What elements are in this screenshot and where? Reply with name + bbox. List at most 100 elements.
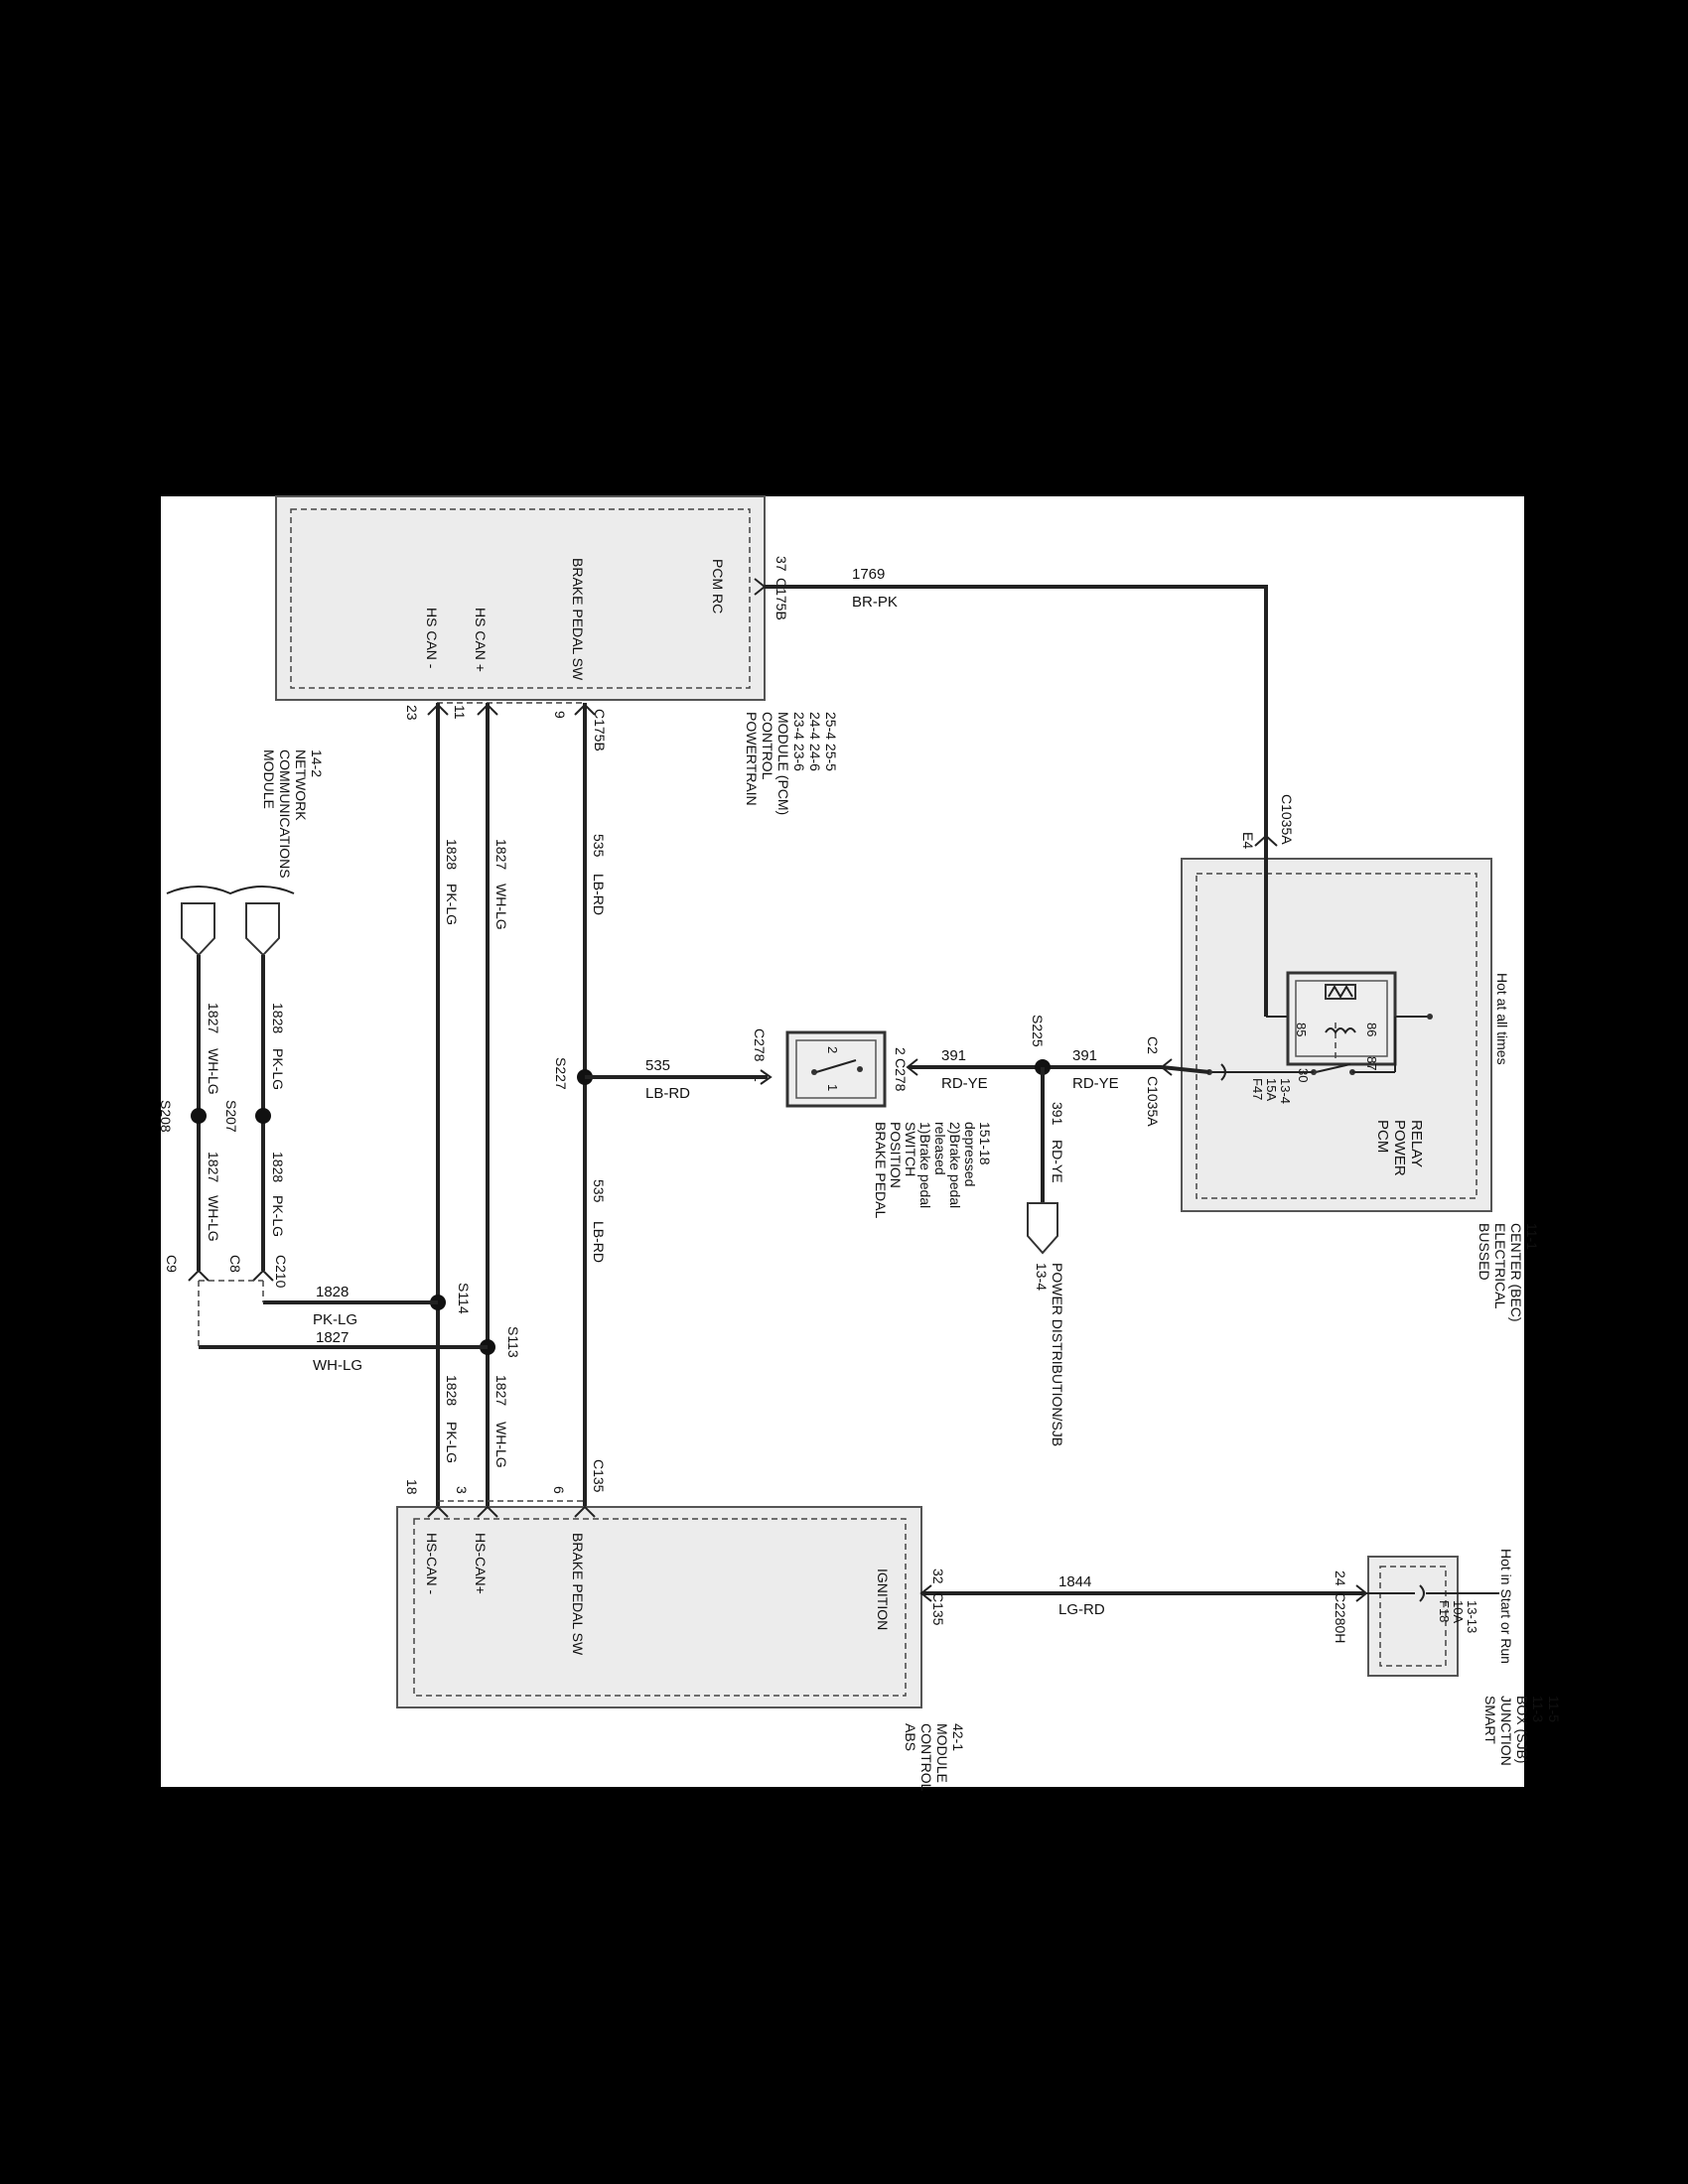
splice-s114-label: S114 — [456, 1283, 472, 1314]
switch-pin-2-inner: 2 — [825, 1046, 840, 1053]
network-1827-upper-color: WH-LG — [206, 1048, 221, 1095]
wire-1844-color: LG-RD — [1058, 1601, 1105, 1618]
bec-connector-left: C1035A — [1145, 1076, 1161, 1127]
switch-connector-right: C278 — [893, 1058, 909, 1092]
pcm-pin-label-pcm-rc: PCM RC — [710, 559, 726, 614]
switch-pin-1-inner: 1 — [825, 1084, 840, 1091]
wire-391-down-color: RD-YE — [1050, 1140, 1065, 1183]
abs-pin-32: 32 — [930, 1569, 946, 1584]
pcm-pin-label-brake: BRAKE PEDAL SW — [570, 558, 586, 681]
module-communications-network: MODULE COMMUNICATIONS NETWORK 14-2 — [166, 750, 325, 957]
wire-1828-top-color: PK-LG — [444, 884, 460, 925]
sjb-name: SMART JUNCTION BOX (SJB) 11-3 11-5 — [1482, 1696, 1562, 1770]
relay-name: PCM POWER RELAY — [1374, 1120, 1425, 1180]
wire-391-right-number: 391 — [1072, 1047, 1097, 1064]
pcm-power-relay: 85 86 30 87 — [1286, 971, 1397, 1082]
sjb-pin-24: 24 — [1333, 1570, 1348, 1586]
splice-s227-label: S227 — [553, 1057, 569, 1090]
network-1827-upper-number: 1827 — [206, 1003, 221, 1033]
wire-1828-top-number: 1828 — [444, 839, 460, 870]
pcm-pin-label-hscan-minus: HS CAN - — [424, 608, 440, 669]
bec-pin-e4: E4 — [1240, 832, 1256, 849]
wire-1828-bottom-number: 1828 — [444, 1375, 460, 1406]
wire-535-bottom-number: 535 — [591, 1179, 607, 1203]
wire-391-down-number: 391 — [1050, 1102, 1065, 1126]
abs-module: IGNITION BRAKE PEDAL SW HS-CAN+ HS-CAN -… — [396, 1500, 966, 1795]
relay-pin-87: 87 — [1364, 1056, 1379, 1070]
fuse-f18: F18 10A 13-13 — [1437, 1600, 1479, 1633]
switch-pin-2: 2 — [893, 1047, 909, 1055]
connector-c210: C210 — [273, 1255, 289, 1289]
wire-1828-h-color: PK-LG — [313, 1311, 357, 1328]
network-1828-upper-number: 1828 — [270, 1003, 286, 1033]
wire-391-left-number: 391 — [941, 1047, 966, 1064]
splice-s208 — [191, 1108, 207, 1124]
abs-pin-3: 3 — [454, 1486, 470, 1494]
brake-pedal-position-switch: 2 1 — [785, 1030, 887, 1108]
network-1828-upper-color: PK-LG — [270, 1048, 286, 1090]
abs-connector-c135-top: C135 — [591, 1459, 607, 1493]
pcm-pin-23: 23 — [404, 705, 420, 721]
wire-1828-bottom-color: PK-LG — [444, 1422, 460, 1463]
wire-1827-h-number: 1827 — [316, 1329, 349, 1346]
pcm-module: PCM RC BRAKE PEDAL SW HS CAN + HS CAN - … — [275, 495, 839, 819]
splice-s113-label: S113 — [505, 1326, 521, 1358]
abs-pin-label-hscan-plus: HS-CAN+ — [473, 1533, 489, 1594]
pcm-name: POWERTRAIN CONTROL MODULE (PCM) 23-4 23-… — [744, 712, 839, 819]
network-name: MODULE COMMUNICATIONS NETWORK 14-2 — [261, 750, 325, 883]
fuse-f47: F47 15A 13-4 — [1250, 1078, 1293, 1104]
splice-s208-label: S208 — [158, 1100, 174, 1133]
relay-pin-30: 30 — [1296, 1068, 1311, 1082]
wire-1827-bottom-color: WH-LG — [493, 1422, 509, 1468]
bec-hot-text: Hot at all times — [1494, 973, 1510, 1065]
abs-pin-label-brake: BRAKE PEDAL SW — [570, 1533, 586, 1656]
wire-1769-number: 1769 — [852, 566, 885, 583]
abs-pin-label-hscan-minus: HS-CAN - — [424, 1533, 440, 1595]
abs-name: ABS CONTROL MODULE 42-1 — [903, 1723, 966, 1795]
network-1827-lower-color: WH-LG — [206, 1195, 221, 1242]
wire-535-h-color: LB-RD — [645, 1085, 690, 1102]
wire-535-top-number: 535 — [591, 834, 607, 858]
wire-391-right-color: RD-YE — [1072, 1075, 1119, 1092]
wire-1827-top-color: WH-LG — [493, 884, 509, 930]
wire-535-bottom-color: LB-RD — [591, 1221, 607, 1263]
switch-connector-left: C278 — [752, 1028, 768, 1062]
pcm-pin-11: 11 — [452, 705, 468, 720]
pcm-pin-37: 37 — [774, 556, 789, 572]
abs-pin-18: 18 — [404, 1479, 420, 1495]
wire-535-h-number: 535 — [645, 1057, 670, 1074]
sjb-connector: C2280H — [1333, 1592, 1348, 1643]
splice-s207-label: S207 — [223, 1100, 239, 1133]
wire-1827-h-color: WH-LG — [313, 1357, 362, 1374]
bec-connector-top: C1035A — [1279, 794, 1295, 845]
pcm-pin-9: 9 — [552, 711, 568, 719]
wire-1827-bottom-number: 1827 — [493, 1375, 509, 1406]
abs-connector-c135-right: C135 — [930, 1592, 946, 1626]
bec-module: E4 C1035A Hot at all times 85 86 30 87 P… — [1181, 794, 1540, 1325]
relay-pin-85: 85 — [1294, 1023, 1309, 1036]
splice-s225-label: S225 — [1030, 1015, 1046, 1047]
bec-name: BUSSED ELECTRICAL CENTER (BEC) 11-1 — [1477, 1223, 1540, 1325]
pcm-connector-c175b-top: C175B — [774, 578, 789, 620]
abs-pin-6: 6 — [551, 1486, 567, 1494]
power-distribution-arrow — [1027, 1202, 1058, 1255]
smart-junction-box: F18 10A 13-13 Hot in Start or Run SMART … — [1366, 1549, 1562, 1770]
wire-535-top-color: LB-RD — [591, 874, 607, 915]
wire-1769-color: BR-PK — [852, 594, 898, 611]
network-1828-lower-number: 1828 — [270, 1152, 286, 1182]
wire-391-left-color: RD-YE — [941, 1075, 988, 1092]
network-connector-arrow-1 — [181, 902, 215, 957]
wire-1827-top-number: 1827 — [493, 839, 509, 870]
wire-1828-h-number: 1828 — [316, 1284, 349, 1300]
connector-c9: C9 — [164, 1255, 180, 1273]
wire-1844-number: 1844 — [1058, 1573, 1091, 1590]
abs-pin-label-ignition: IGNITION — [875, 1569, 891, 1630]
relay-pin-86: 86 — [1364, 1023, 1379, 1036]
sjb-hot-text: Hot in Start or Run — [1498, 1549, 1514, 1664]
splice-s207 — [255, 1108, 271, 1124]
pcm-pin-label-hscan-plus: HS CAN + — [473, 608, 489, 672]
network-connector-arrow-2 — [245, 902, 280, 957]
switch-name: BRAKE PEDAL POSITION SWITCH 1)Brake peda… — [873, 1122, 993, 1222]
pcm-connector-c175b-bottom: C175B — [592, 709, 608, 751]
network-1827-lower-number: 1827 — [206, 1152, 221, 1182]
